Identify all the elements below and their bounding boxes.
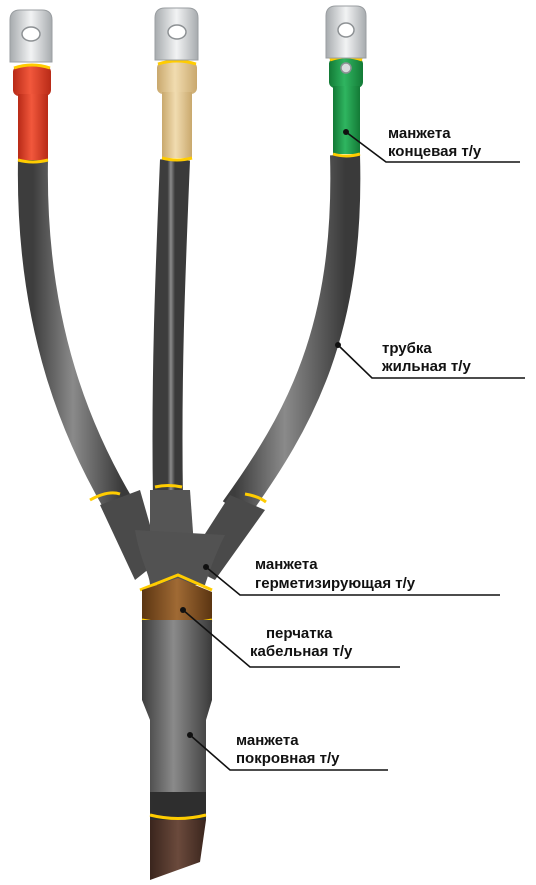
end-sleeve-red [13, 65, 51, 162]
label-core-tube-line2: жильная т/у [381, 358, 471, 375]
cable-core [150, 820, 206, 880]
label-core-tube-line1: трубка [382, 340, 432, 357]
label-end-sleeve-line2: концевая т/у [388, 143, 482, 160]
cable-lug-icon [326, 6, 366, 58]
label-end-sleeve-line1: манжета [388, 125, 451, 142]
cover-sleeve [142, 620, 212, 820]
label-cover-sleeve-line2: покровная т/у [236, 750, 340, 767]
core-tubes [33, 155, 345, 510]
callout-end-sleeve: манжета концевая т/у [343, 125, 520, 162]
core-tube-left [33, 160, 122, 510]
end-sleeve-beige [157, 61, 197, 160]
callout-sealing-sleeve: манжета герметизирующая т/у [203, 556, 500, 595]
callout-core-tube: трубка жильная т/у [335, 340, 525, 378]
label-cable-glove-line2: кабельная т/у [250, 643, 353, 660]
callout-cover-sleeve: манжета покровная т/у [187, 732, 388, 770]
sealing-sleeve [90, 486, 266, 591]
label-cable-glove-line1: перчатка [266, 625, 333, 642]
label-cover-sleeve-line1: манжета [236, 732, 299, 749]
callout-cable-glove: перчатка кабельная т/у [180, 607, 400, 667]
cable-lug-icon [10, 10, 52, 62]
label-sealing-sleeve-line2: герметизирующая т/у [255, 575, 416, 592]
core-tube-middle [167, 160, 175, 500]
cable-lug-icon [155, 8, 198, 60]
label-sealing-sleeve-line1: манжета [255, 556, 318, 573]
core-tube-right [235, 155, 345, 510]
